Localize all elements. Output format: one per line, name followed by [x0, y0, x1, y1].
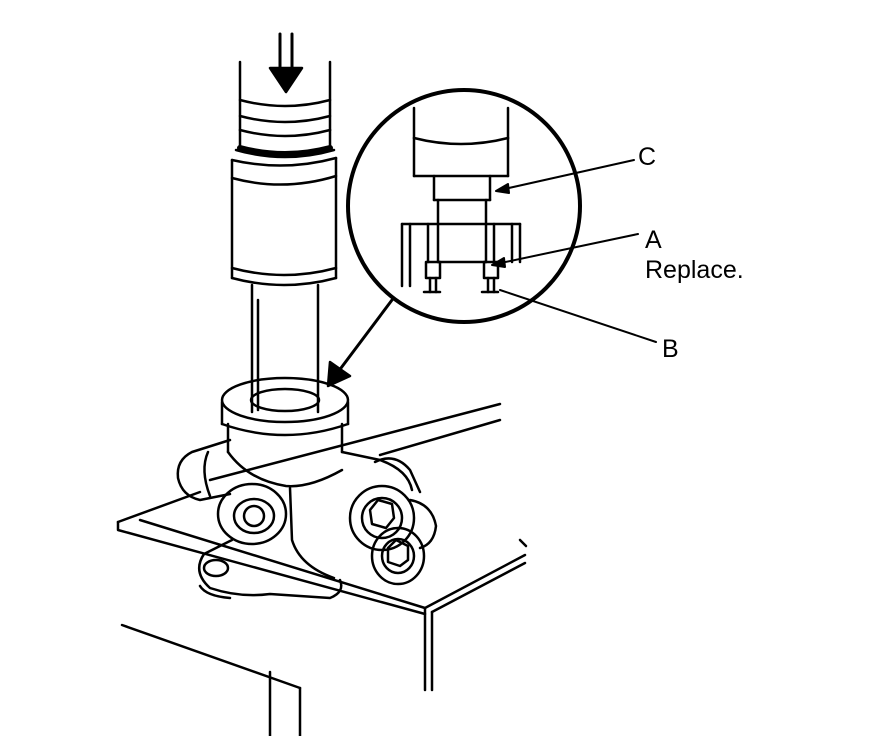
callout-a: A [645, 226, 662, 254]
callout-b: B [662, 335, 679, 363]
press-direction-arrow-icon [268, 32, 304, 94]
leader-lines [491, 159, 657, 343]
detail-pointer-arrow-icon [326, 298, 394, 388]
detail-magnifier [346, 88, 582, 324]
valve-body [176, 376, 438, 600]
leader-line-b [499, 289, 657, 343]
leader-line-a [495, 233, 639, 265]
callout-c: C [638, 143, 657, 171]
press-tool [230, 60, 338, 414]
callout-a-note: Replace. [645, 256, 744, 284]
leader-line-c [499, 159, 635, 191]
workbench-block [116, 402, 528, 736]
